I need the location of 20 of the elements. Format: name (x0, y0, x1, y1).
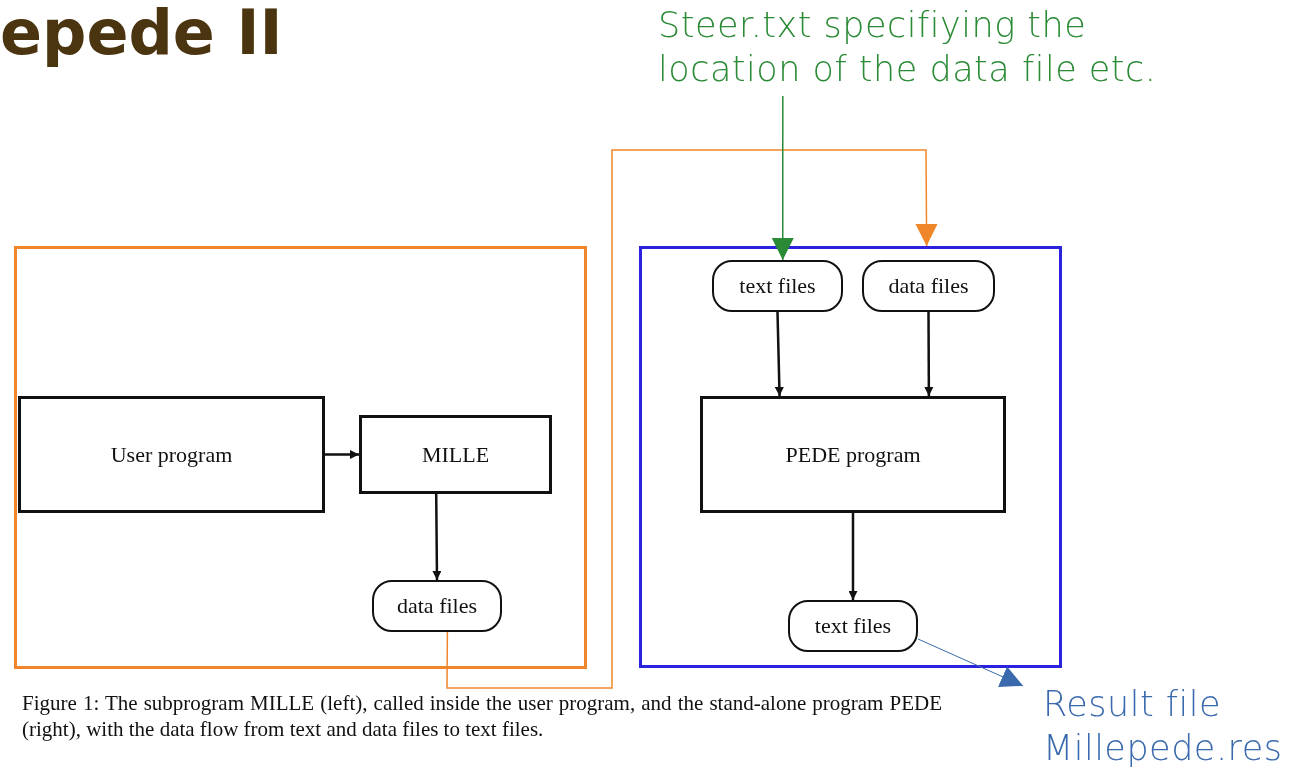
file-node: text files (788, 600, 918, 652)
arrow (924, 312, 934, 396)
file-node: data files (372, 580, 502, 632)
file-node: data files (862, 260, 995, 312)
arrow (771, 95, 794, 261)
arrow (774, 311, 784, 397)
arrow (432, 494, 442, 580)
process-box: User program (18, 396, 325, 513)
annotation-text: Result file Millepede.res (1043, 683, 1305, 778)
arrow (848, 513, 858, 600)
frame-box (639, 246, 1062, 668)
arrow (917, 638, 1024, 687)
process-box: MILLE (359, 415, 552, 494)
arrow (446, 149, 938, 689)
file-node: text files (712, 260, 843, 312)
arrow (325, 450, 359, 459)
annotation-text: Steer.txt specifiying the location of the data file etc. (658, 4, 1178, 96)
process-box: PEDE program (700, 396, 1006, 513)
frame-box (14, 246, 587, 669)
figure-caption: Figure 1: The subprogram MILLE (left), called inside the user program, and the stand-alone program PEDE (right), with the data flow from text and data files to text files. (22, 690, 942, 743)
